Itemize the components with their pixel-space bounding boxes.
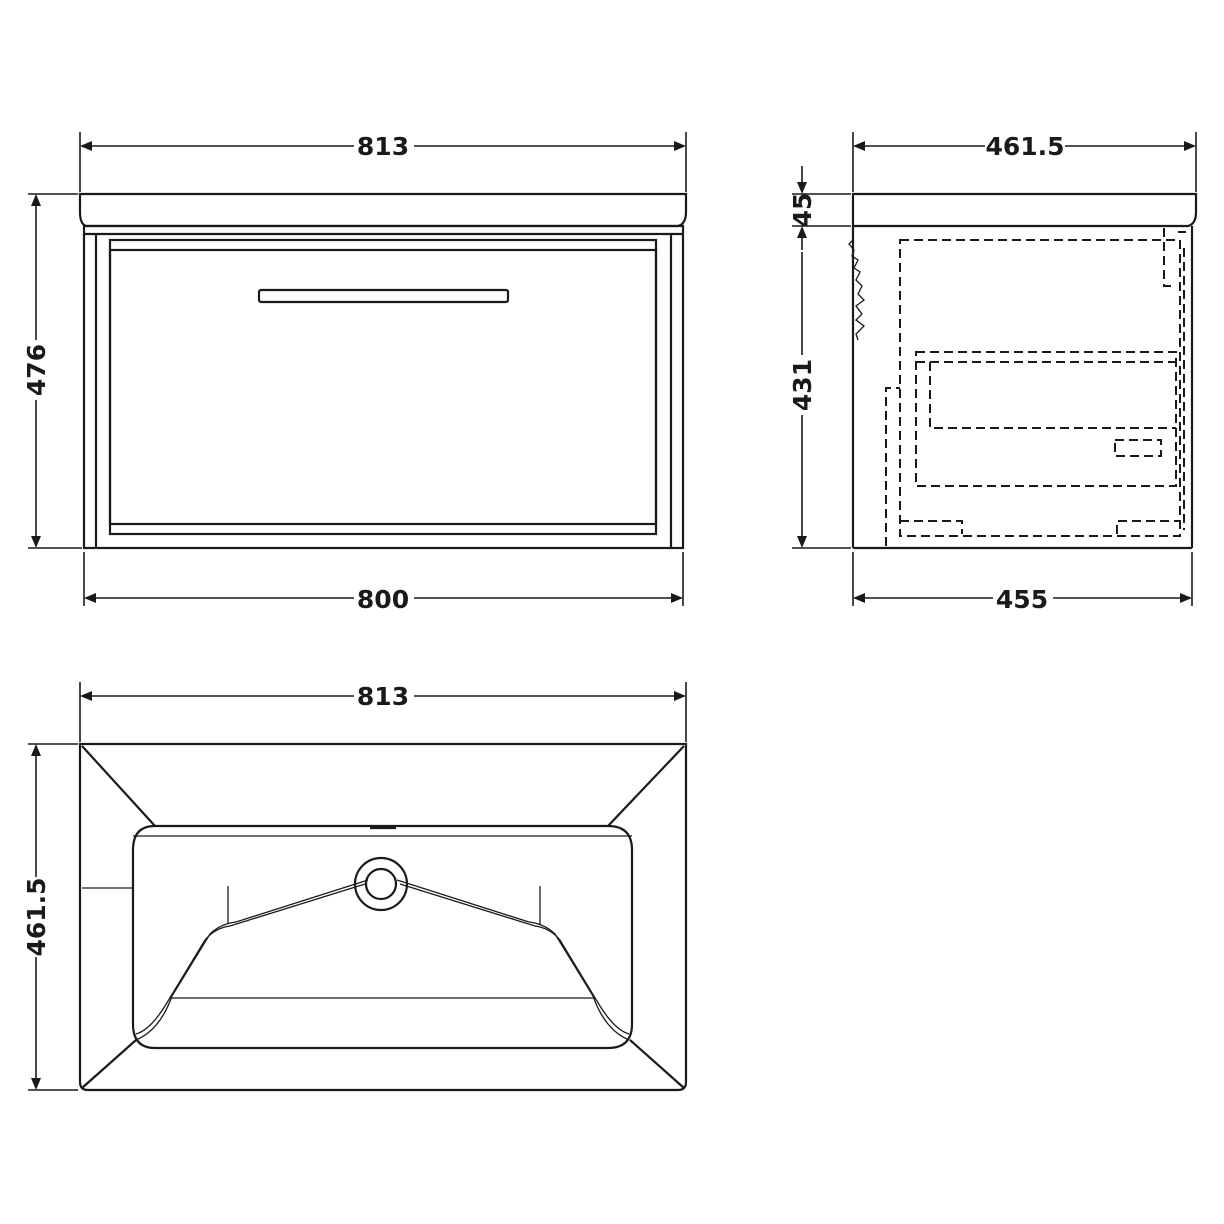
side-wall-bracket <box>848 239 865 341</box>
plan-basin-outline <box>78 742 688 1092</box>
dim-label: 800 <box>357 585 409 614</box>
dim-label: 813 <box>357 132 409 161</box>
front-view <box>78 192 688 550</box>
dim-front-top-width: 813 <box>79 130 687 192</box>
dim-label: 461.5 <box>22 877 51 956</box>
dim-label: 813 <box>357 682 409 711</box>
side-hidden-lines <box>885 228 1186 546</box>
plan-bowl <box>131 824 634 1050</box>
front-drawer-handle <box>257 288 510 304</box>
front-drawer-recess <box>108 238 658 536</box>
front-basin-top <box>78 192 688 228</box>
dim-label: 455 <box>996 585 1048 614</box>
dim-label: 461.5 <box>985 132 1064 161</box>
dim-label: 45 <box>788 193 817 228</box>
side-view <box>848 192 1198 550</box>
plan-waste-outer <box>353 856 409 912</box>
front-drawer <box>108 248 658 526</box>
plan-waste-inner <box>364 867 398 901</box>
dim-label: 476 <box>22 344 51 396</box>
dim-side-top-depth: 461.5 <box>852 130 1197 192</box>
dim-side-bottom-depth: 455 <box>852 552 1193 614</box>
plan-bowl-contour <box>135 883 366 1035</box>
dim-side-top-thickness: 45 <box>787 166 851 250</box>
dim-side-cabinet-height: 431 <box>787 252 851 549</box>
dim-plan-width: 813 <box>79 680 687 742</box>
plan-view <box>78 742 688 1092</box>
front-cabinet-frame <box>82 224 685 550</box>
dim-label: 431 <box>788 359 817 411</box>
dim-plan-depth: 461.5 <box>21 743 78 1091</box>
side-basin-top <box>851 192 1198 228</box>
dim-front-bottom-width: 800 <box>83 552 684 614</box>
dim-front-height: 476 <box>21 193 82 549</box>
